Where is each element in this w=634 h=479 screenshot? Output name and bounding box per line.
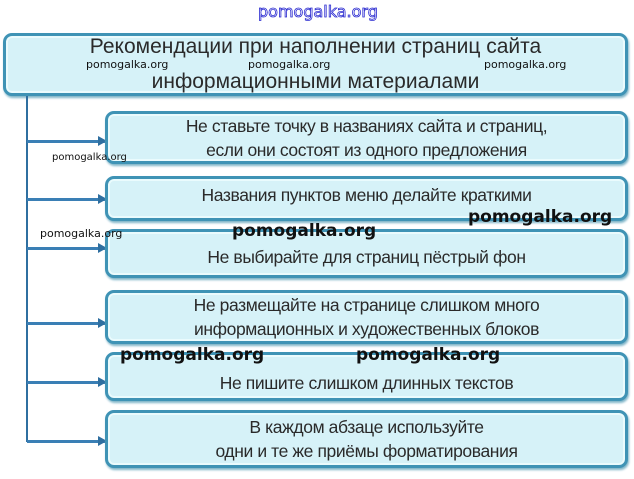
- diagram-title-box: Рекомендации при наполнении страниц сайт…: [3, 33, 628, 96]
- title-line-1: Рекомендации при наполнении страниц сайт…: [89, 35, 542, 58]
- watermark: pomogalka.org: [248, 58, 331, 71]
- recommendation-text: Не ставьте точку в названиях сайта и стр…: [185, 115, 548, 136]
- recommendation-box-2: Названия пунктов меню делайте краткими: [105, 176, 628, 221]
- recommendation-text: Названия пунктов меню делайте краткими: [201, 185, 532, 205]
- recommendation-text: если они состоят из одного предложения: [206, 139, 527, 160]
- connector-trunk: [26, 96, 28, 442]
- arrow-3: [27, 243, 107, 253]
- recommendation-text: Не размещайте на странице слишком много: [193, 295, 540, 315]
- watermark: pomogalka.org: [356, 345, 501, 365]
- arrow-5: [27, 377, 107, 387]
- watermark: pomogalka.org: [40, 227, 123, 240]
- title-line-2: информационными материалами: [151, 70, 480, 93]
- watermark: pomogalka.org: [232, 221, 377, 241]
- recommendation-text: одни и те же приёмы форматирования: [215, 441, 518, 461]
- recommendation-text: В каждом абзаце используйте: [249, 417, 484, 437]
- recommendation-text: Не выбирайте для страниц пёстрый фон: [207, 247, 526, 267]
- recommendation-box-6: В каждом абзаце используйте одни и те же…: [105, 410, 628, 468]
- watermark-top: pomogalka.org: [258, 2, 379, 22]
- recommendation-box-5: Не пишите слишком длинных текстов: [105, 352, 628, 401]
- watermark: pomogalka.org: [484, 58, 567, 71]
- watermark: pomogalka.org: [120, 345, 265, 365]
- recommendation-text: Не пишите слишком длинных текстов: [219, 373, 514, 393]
- watermark: pomogalka.org: [52, 152, 127, 163]
- arrow-4: [27, 318, 107, 328]
- recommendation-box-3: Не выбирайте для страниц пёстрый фон: [105, 229, 628, 278]
- arrow-1: [27, 136, 107, 146]
- arrow-2: [27, 194, 107, 204]
- watermark: pomogalka.org: [86, 58, 169, 71]
- recommendation-box-1: Не ставьте точку в названиях сайта и стр…: [105, 111, 628, 164]
- recommendation-text: информационных и художественных блоков: [193, 319, 540, 339]
- arrow-6: [27, 436, 107, 446]
- recommendation-box-4: Не размещайте на странице слишком много …: [105, 290, 628, 344]
- watermark: pomogalka.org: [468, 207, 613, 227]
